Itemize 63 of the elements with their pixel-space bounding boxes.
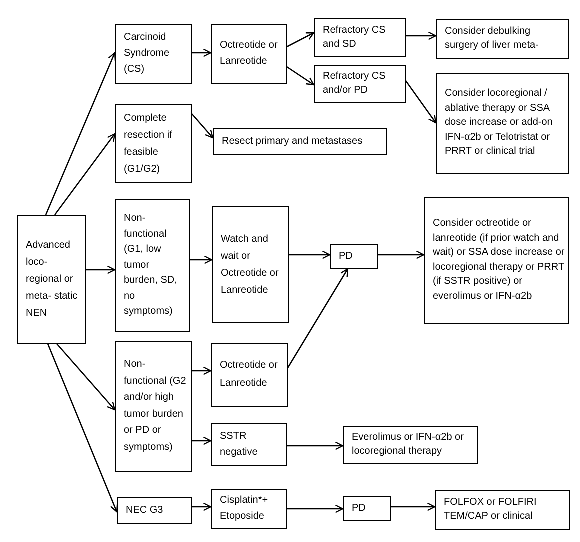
arrow [192,366,212,376]
node-text: FOLFOX or FOLFIRI TEM/CAP or clinical [444,496,538,524]
process-box [17,215,86,344]
process-box [343,426,478,464]
process-box [213,128,387,155]
node-text: Carcinoid Syndrome (CS) [124,31,171,77]
process-box [436,73,569,174]
process-box [424,197,569,324]
process-box [115,24,192,84]
arrow [45,52,116,216]
process-box [436,19,569,59]
arrow [192,48,212,58]
arrow [56,344,116,411]
arrow [192,114,214,139]
process-box [115,199,190,332]
arrow [286,32,315,48]
process-box [211,24,287,84]
node-text: Consider locoregional / ablative therapy or SSA dose increase or add-on IFN-α2b or Telotristat or PRRT or clinical trial [445,87,554,160]
process-box [212,206,289,323]
node-text: Consider octreotide or lanreotide (if prior watch and wait) or SSA dose increase or locoregional therapy or PRRT (if SSTR positive) or everolimus or IFN-α2b [433,217,565,304]
node-text: Advanced loco- regional or meta- static NEN [26,239,79,321]
process-box [117,497,192,524]
arrow [391,502,436,512]
process-box [211,489,287,529]
process-box [343,496,391,521]
node-text: Complete resection if feasible (G1/G2) [124,112,174,176]
node-text: Refractory CS and/or PD [323,70,387,98]
process-box [115,104,192,183]
arrow [405,80,437,124]
node-text: Everolimus or IFN-α2b or locoregional therapy [352,431,465,459]
process-box [330,244,378,269]
arrow [286,66,315,86]
process-box [435,490,570,530]
node-text: Consider debulking surgery of liver meta- [445,25,540,53]
process-box [314,65,406,103]
arrow [190,256,213,264]
arrow [287,268,349,368]
arrow [406,32,437,40]
process-box [211,423,287,466]
node-text: Non- functional (G1, low tumor burden, SD, no symptoms) [124,212,178,320]
arrow [47,344,118,513]
node-text: NEC G3 [126,504,164,518]
node-text: PD [352,502,367,516]
node-text: SSTR negative [220,430,259,460]
arrow [287,442,344,450]
node-text: Octreotide or Lanreotide [220,39,279,69]
node-text: Octreotide or Lanreotide [220,359,279,391]
arrow [192,502,212,512]
process-box [211,343,288,407]
arrow [378,250,425,260]
node-text: Resect primary and metastases [222,134,364,148]
node-text: Refractory CS and SD [323,24,387,52]
node-text: Watch and wait or Octreotide or Lanreotide [221,232,280,298]
arrow [287,504,344,514]
arrow [289,250,331,260]
arrow [192,436,212,446]
node-text: PD [339,250,354,264]
process-box [115,341,192,472]
node-text: Non- functional (G2 and/or high tumor burden or PD or symptoms) [124,358,188,454]
arrow [86,266,116,274]
process-box [314,18,406,57]
node-text: Cisplatin*+ Etoposide [220,494,270,524]
arrow [54,133,116,216]
